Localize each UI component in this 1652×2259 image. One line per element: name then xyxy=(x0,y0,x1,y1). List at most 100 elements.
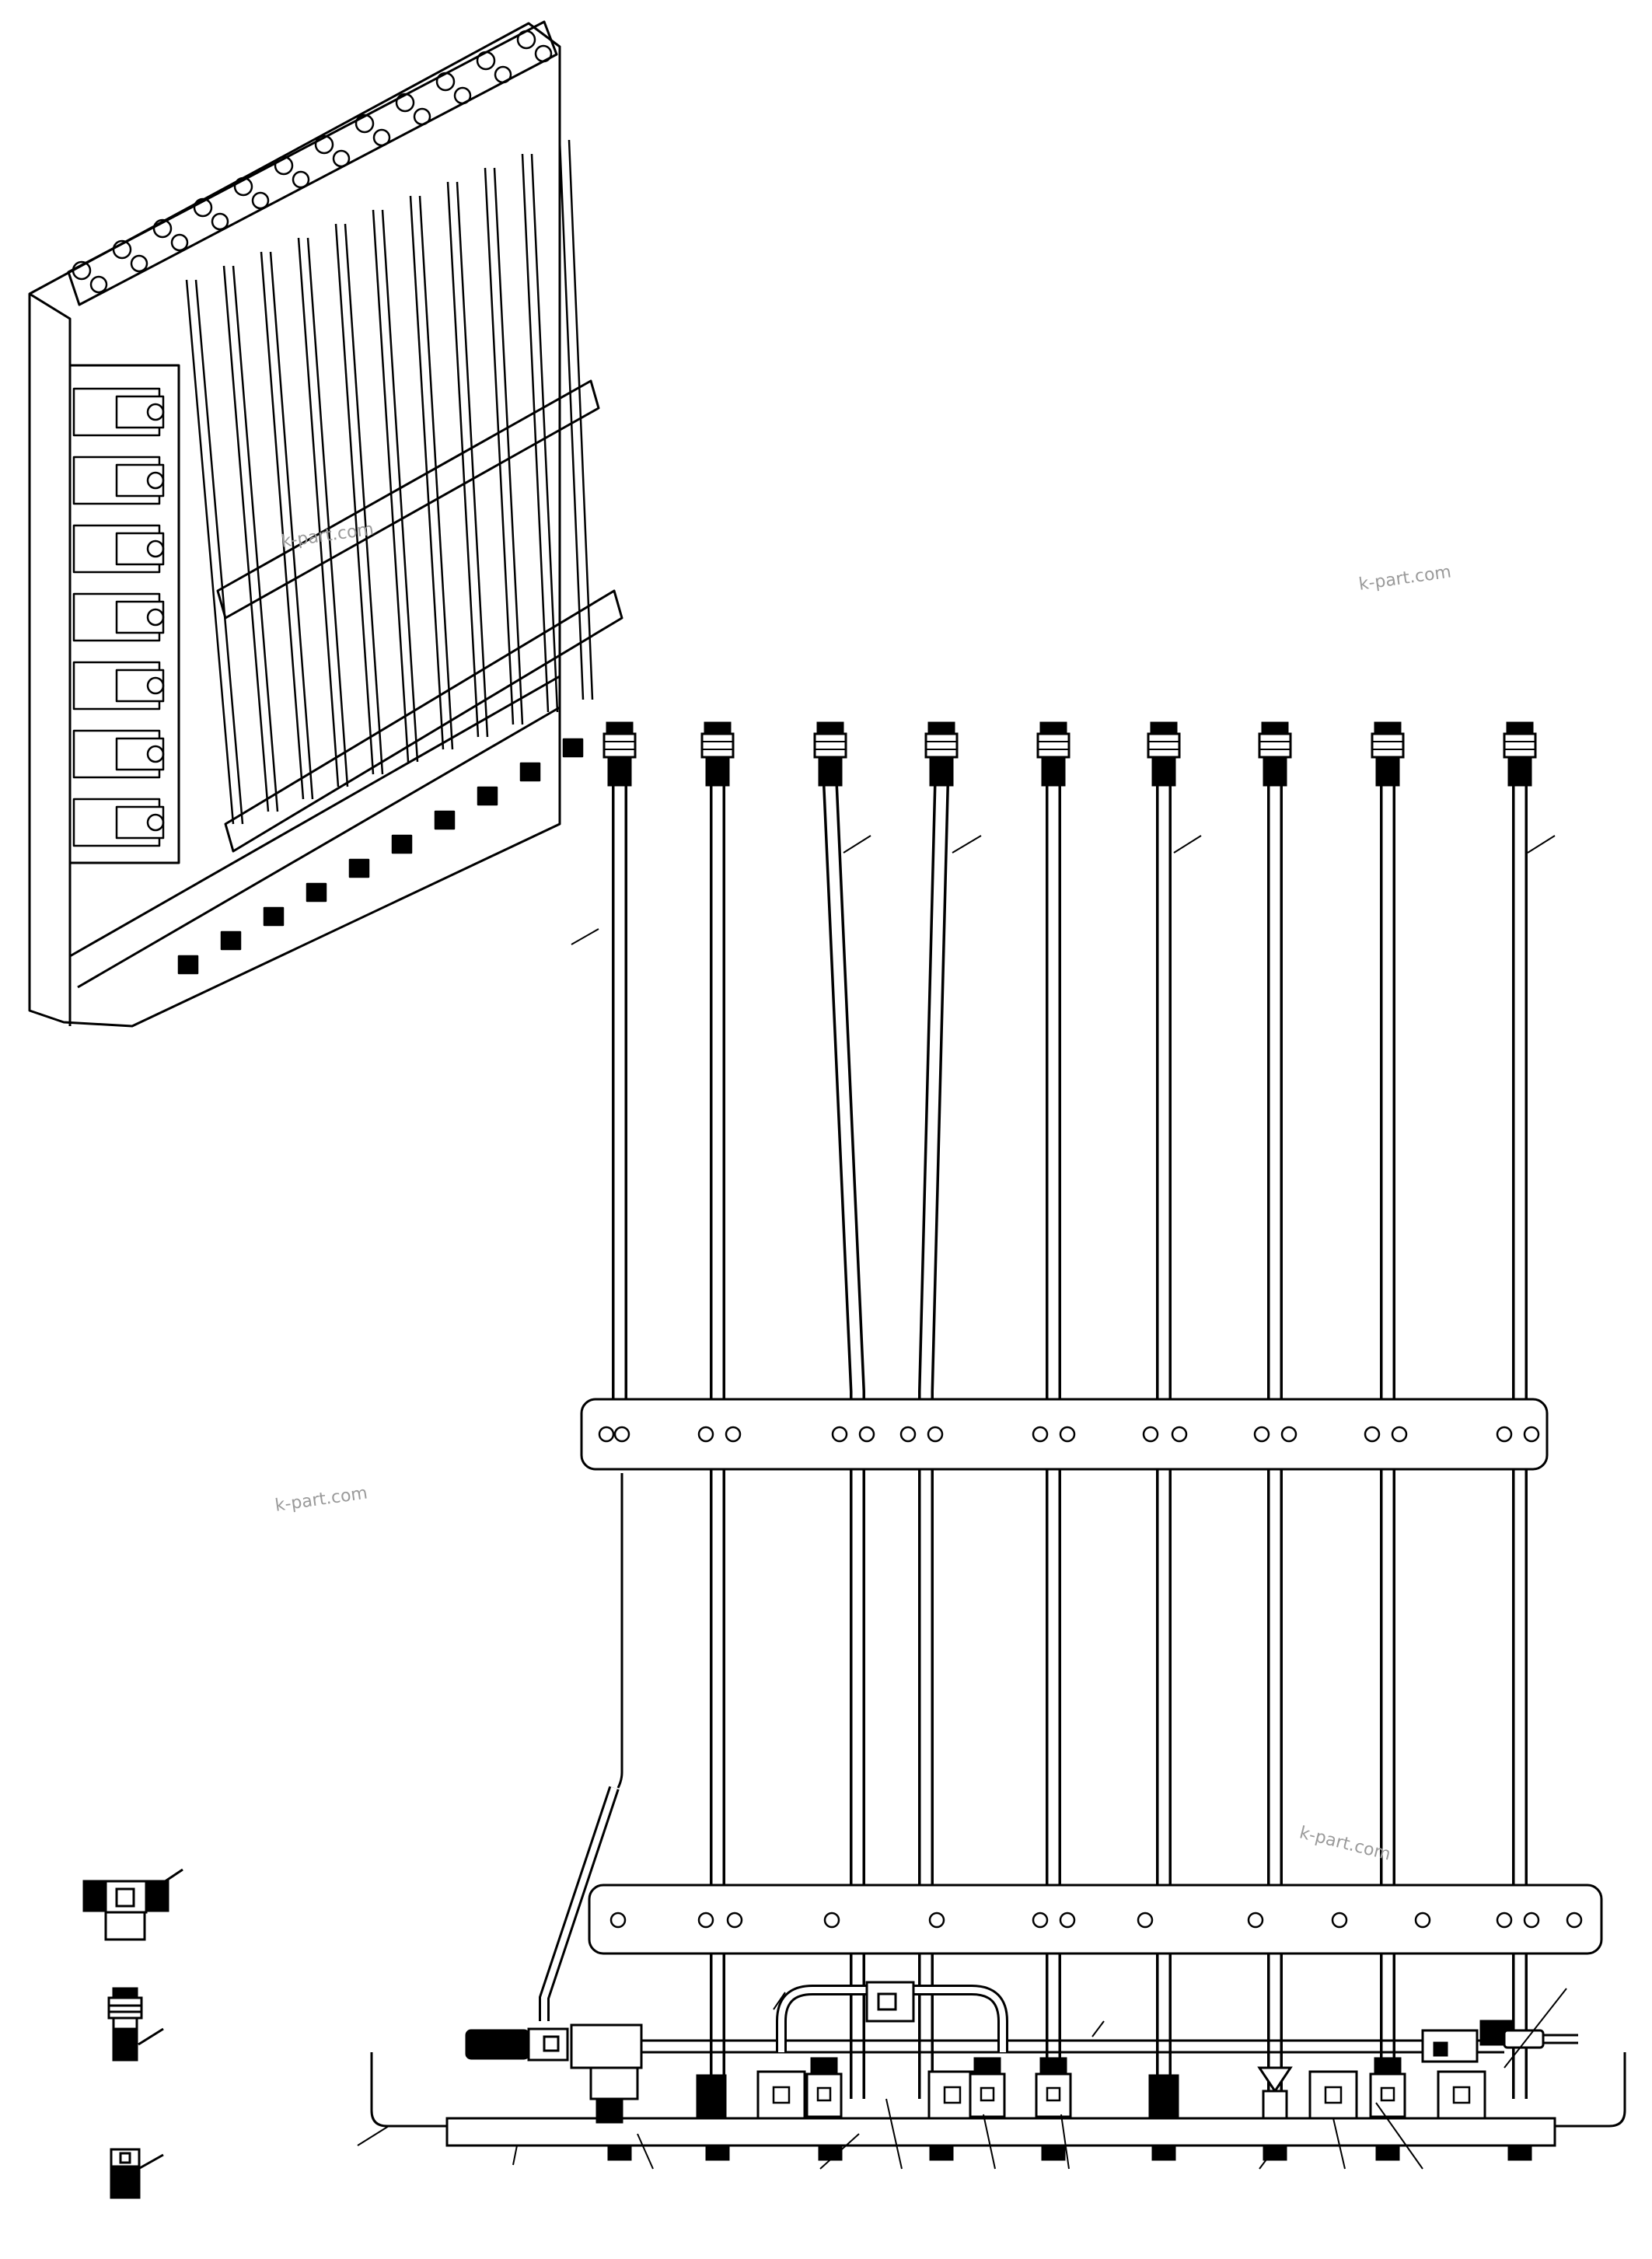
lower-hole-8 xyxy=(1137,1912,1154,1929)
iso-bottom-fitting-5 xyxy=(348,858,370,878)
leader-line-3 xyxy=(952,835,982,854)
pipe-5-port xyxy=(1041,2144,1066,2161)
manifold-block xyxy=(445,2117,1556,2147)
upper-bracket xyxy=(580,1398,1549,1471)
iso-bottom-fitting-8 xyxy=(477,786,498,806)
iso-bottom-fitting-4 xyxy=(306,882,327,903)
upper-bracket-holes xyxy=(598,1426,1540,1443)
valve-2 xyxy=(756,2070,806,2120)
leader-line-7 xyxy=(1091,2020,1105,2037)
leader-line-10 xyxy=(512,2145,518,2166)
lower-hole-12 xyxy=(1496,1912,1513,1929)
right-gauge-fitting xyxy=(1421,2020,1578,2063)
leader-line-5 xyxy=(1527,835,1556,854)
pipe-3-cap xyxy=(816,721,844,735)
lower-hole-13 xyxy=(1523,1912,1540,1929)
iso-nut-row xyxy=(72,30,553,294)
frame-left-side xyxy=(29,292,72,1026)
pipe-7-ferrule xyxy=(1263,756,1287,787)
iso-clamp-bar-lower xyxy=(224,589,623,853)
pipe-7-cap xyxy=(1261,721,1289,735)
valve-10-cap xyxy=(1374,2057,1402,2076)
pipe-5-cap xyxy=(1039,721,1067,735)
exploded-view xyxy=(357,721,1626,2170)
leader-line-group xyxy=(357,835,1567,2170)
leader-line-12 xyxy=(819,2133,860,2170)
iso-pipe-3 xyxy=(260,251,305,800)
pipe-2-nut xyxy=(700,732,735,759)
iso-nut-7 xyxy=(314,134,334,155)
leader-line-2 xyxy=(843,835,871,854)
valve-9 xyxy=(1308,2070,1358,2120)
iso-nut-2 xyxy=(112,239,132,260)
valve-5-cap xyxy=(973,2057,1001,2076)
center-tee-port xyxy=(877,1992,897,2011)
iso-bottom-fitting-6 xyxy=(391,834,413,854)
lower-hole-14 xyxy=(1566,1912,1583,1929)
iso-bottom-fitting-1 xyxy=(177,955,199,975)
manifold-valve-group xyxy=(696,2057,1486,2120)
pipe-3-ferrule xyxy=(818,756,843,787)
leader-line-17 xyxy=(1332,2118,1346,2170)
lower-hole-5 xyxy=(928,1912,945,1929)
pipe-8-ferrule xyxy=(1375,756,1400,787)
upper-hole-1 xyxy=(598,1426,615,1443)
leader-line-9 xyxy=(357,2125,389,2146)
pipe-9-port xyxy=(1507,2144,1532,2161)
valve-6 xyxy=(1035,2072,1072,2118)
pipe-2-port xyxy=(705,2144,730,2161)
valve-10 xyxy=(1369,2072,1406,2118)
lower-hole-2 xyxy=(697,1912,714,1929)
upper-hole-14 xyxy=(1280,1426,1298,1443)
valve-5 xyxy=(969,2072,1006,2118)
iso-nut-12 xyxy=(516,30,536,50)
upper-hole-8 xyxy=(927,1426,944,1443)
iso-pipe-10 xyxy=(521,153,550,713)
iso-bottom-fitting-10 xyxy=(562,738,584,758)
leader-line-13 xyxy=(885,2098,903,2170)
lower-hole-1 xyxy=(609,1912,627,1929)
pipe-1-nut xyxy=(602,732,637,759)
valve-8 xyxy=(1257,2066,1293,2093)
leader-line-1 xyxy=(571,928,599,945)
pipe-top-fittings xyxy=(602,721,1537,787)
upper-hole-18 xyxy=(1523,1426,1540,1443)
frame-top-rail xyxy=(67,20,558,306)
pipe-4-cap xyxy=(927,721,955,735)
iso-pipe-1 xyxy=(185,279,235,825)
valve-11 xyxy=(1437,2070,1486,2120)
pipe-6-ferrule xyxy=(1151,756,1176,787)
pipe-8-cap xyxy=(1374,721,1402,735)
pipe-5-nut xyxy=(1036,732,1070,759)
iso-clamp-bar-upper xyxy=(216,379,600,620)
iso-pipe-2 xyxy=(222,265,270,812)
isometric-assembly-view xyxy=(28,20,623,1028)
pipe-5-ferrule xyxy=(1041,756,1066,787)
iso-pipe-group xyxy=(185,139,594,825)
upper-hole-9 xyxy=(1032,1426,1049,1443)
solenoid-group xyxy=(72,387,165,847)
leader-line-14 xyxy=(983,2114,996,2170)
pipe-4-ferrule xyxy=(929,756,954,787)
lower-bracket-holes xyxy=(609,1912,1583,1929)
valve-7 xyxy=(1148,2074,1179,2120)
valve-1 xyxy=(696,2074,727,2120)
left-inlet-coupling xyxy=(465,2023,643,2124)
leader-line-8 xyxy=(1504,1988,1567,2069)
pipe-9-cap xyxy=(1506,721,1534,735)
iso-pipe-4 xyxy=(297,237,340,787)
iso-nut-5 xyxy=(233,176,253,197)
manifold-crossbar xyxy=(630,2039,1504,2054)
upper-hole-10 xyxy=(1059,1426,1076,1443)
pipe-8-port xyxy=(1375,2144,1400,2161)
iso-nut-1 xyxy=(72,260,92,281)
upper-hole-16 xyxy=(1391,1426,1408,1443)
pipe-6-port xyxy=(1151,2144,1176,2161)
valve-3-cap xyxy=(810,2057,838,2076)
upper-hole-13 xyxy=(1253,1426,1270,1443)
iso-bottom-fitting-2 xyxy=(220,930,242,951)
leader-line-16 xyxy=(1259,2153,1272,2170)
valve-6-cap xyxy=(1039,2057,1067,2076)
lower-bracket xyxy=(588,1884,1603,1955)
